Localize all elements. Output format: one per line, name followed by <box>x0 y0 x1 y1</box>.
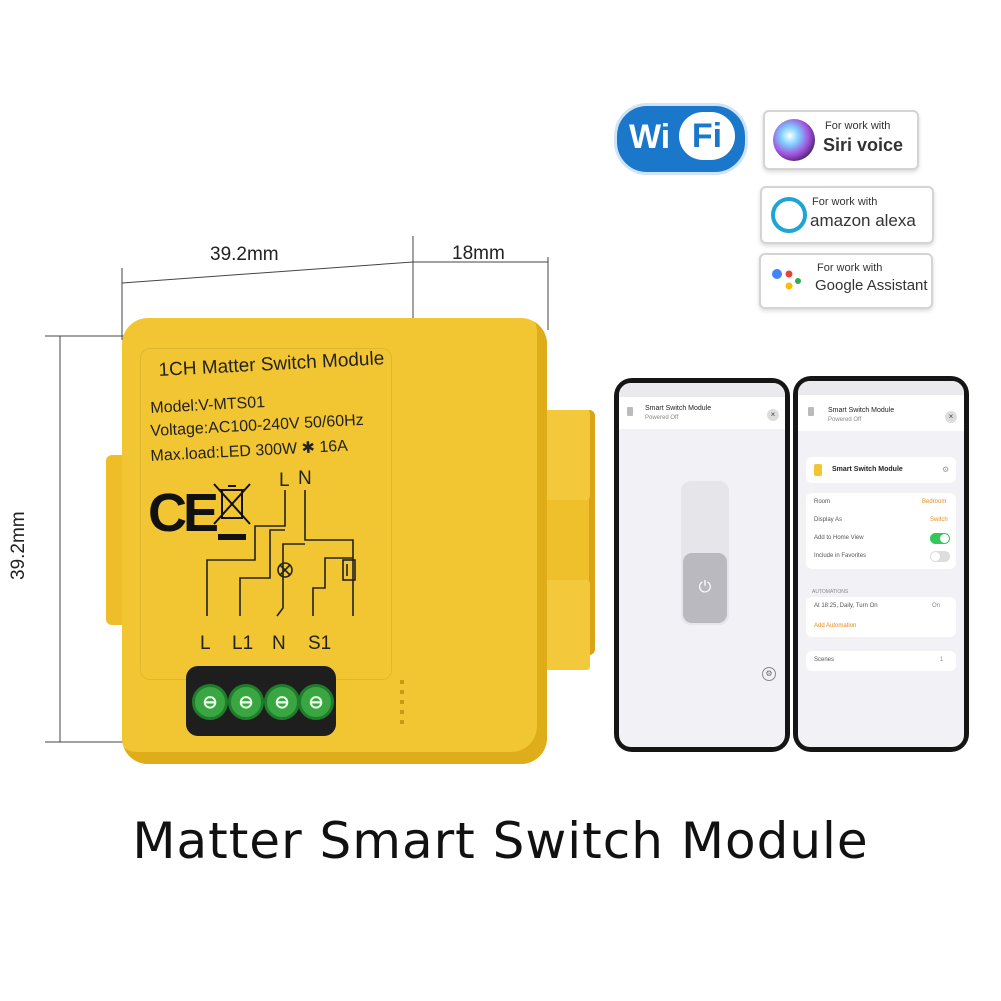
terminal-screw-l: ⊖ <box>192 684 228 720</box>
status-bar <box>619 383 785 397</box>
power-switch-control[interactable]: ⏻ <box>681 481 729 625</box>
wifi-text-wi: Wi <box>629 118 671 156</box>
automation-label[interactable]: At 18:25, Daily, Turn On <box>814 603 878 609</box>
alexa-small-text: For work with <box>812 196 878 208</box>
module-right-bracket-arm-bottom <box>540 580 590 670</box>
automations-card: At 18:25, Daily, Turn On On Add Automati… <box>806 597 956 637</box>
vent-dots <box>400 680 404 724</box>
ce-mark: CE <box>148 483 219 543</box>
siri-orb-icon <box>773 119 815 161</box>
switch-device-icon <box>814 464 822 476</box>
close-icon[interactable]: × <box>767 409 779 421</box>
add-automation-link[interactable]: Add Automation <box>814 623 857 629</box>
google-assistant-dots-icon <box>772 269 801 290</box>
module-right-bracket-arm-top <box>540 410 590 500</box>
max-load-current: 16A <box>318 437 349 457</box>
wiring-top-label-l: L <box>279 470 290 491</box>
wifi-text-fi: Fi <box>679 112 735 160</box>
siri-big-text: Siri voice <box>823 135 904 155</box>
scenes-label: Scenes <box>814 657 835 663</box>
phone-right-screen: Smart Switch Module Powered Off × Smart … <box>798 381 964 747</box>
phone-left: Smart Switch Module Powered Off × ⏻ ⚙ <box>614 378 790 752</box>
alexa-ring-icon <box>771 197 807 233</box>
sun-icon: ✱ <box>301 439 316 458</box>
settings-card: Room Bedroom Display As Switch Add to Ho… <box>806 493 956 569</box>
device-small-icon <box>627 407 633 416</box>
device-title: Smart Switch Module <box>828 407 895 414</box>
width-dimension-label: 39.2mm <box>210 244 279 265</box>
google-small-text: For work with <box>817 262 883 274</box>
close-icon[interactable]: × <box>945 411 957 423</box>
phone-left-screen: Smart Switch Module Powered Off × ⏻ ⚙ <box>619 383 785 747</box>
automations-header: AUTOMATIONS <box>812 589 849 595</box>
header-area <box>798 395 964 431</box>
product-caption: Matter Smart Switch Module <box>132 812 869 870</box>
setting-room-value[interactable]: Bedroom <box>922 499 947 505</box>
scenes-card[interactable]: Scenes 1 <box>806 651 956 671</box>
device-card-label: Smart Switch Module <box>832 466 903 473</box>
siri-small-text: For work with <box>825 120 891 132</box>
setting-home-view-label: Add to Home View <box>814 535 864 541</box>
device-status: Powered Off <box>828 417 862 423</box>
favorites-toggle[interactable] <box>930 551 950 562</box>
status-bar <box>798 381 964 395</box>
terminal-label-s1: S1 <box>308 633 332 654</box>
wiring-diagram <box>206 490 356 617</box>
scenes-count: 1 <box>940 657 944 663</box>
terminal-screw-n: ⊖ <box>264 684 300 720</box>
terminal-block: ⊖ ⊖ ⊖ ⊖ <box>186 666 336 736</box>
automation-value: On <box>932 603 941 609</box>
setting-favorites-label: Include in Favorites <box>814 553 867 559</box>
wifi-badge: Wi Fi <box>614 103 748 175</box>
alexa-badge: For work with amazon alexa <box>760 186 934 244</box>
settings-gear-icon[interactable]: ⚙ <box>762 667 776 681</box>
alexa-big-text: amazon alexa <box>810 211 916 230</box>
height-dimension-label: 39.2mm <box>8 511 29 580</box>
header-area <box>619 397 785 429</box>
google-assistant-badge: For work with Google Assistant <box>759 253 933 309</box>
terminal-label-l1: L1 <box>232 633 254 654</box>
power-icon: ⏻ <box>698 579 712 596</box>
setting-room-label: Room <box>814 499 831 505</box>
device-small-icon <box>808 407 814 416</box>
home-view-toggle[interactable] <box>930 533 950 544</box>
gear-icon[interactable]: ⚙ <box>942 465 950 474</box>
weee-bin-icon <box>213 483 251 540</box>
siri-badge: For work with Siri voice <box>763 110 919 170</box>
power-switch-knob[interactable]: ⏻ <box>683 553 727 623</box>
device-card[interactable]: Smart Switch Module ⚙ <box>806 457 956 483</box>
phone-right: Smart Switch Module Powered Off × Smart … <box>793 376 969 752</box>
terminal-label-l: L <box>200 633 211 654</box>
depth-dimension-label: 18mm <box>452 243 505 264</box>
device-title: Smart Switch Module <box>645 405 712 412</box>
terminal-label-n: N <box>272 633 286 654</box>
setting-display-label: Display As <box>814 517 843 523</box>
setting-display-value[interactable]: Switch <box>930 517 948 523</box>
device-status: Powered Off <box>645 415 679 421</box>
terminal-screw-s1: ⊖ <box>298 684 334 720</box>
wiring-top-label-n: N <box>298 468 312 489</box>
google-big-text: Google Assistant <box>815 277 928 294</box>
terminal-screw-l1: ⊖ <box>228 684 264 720</box>
